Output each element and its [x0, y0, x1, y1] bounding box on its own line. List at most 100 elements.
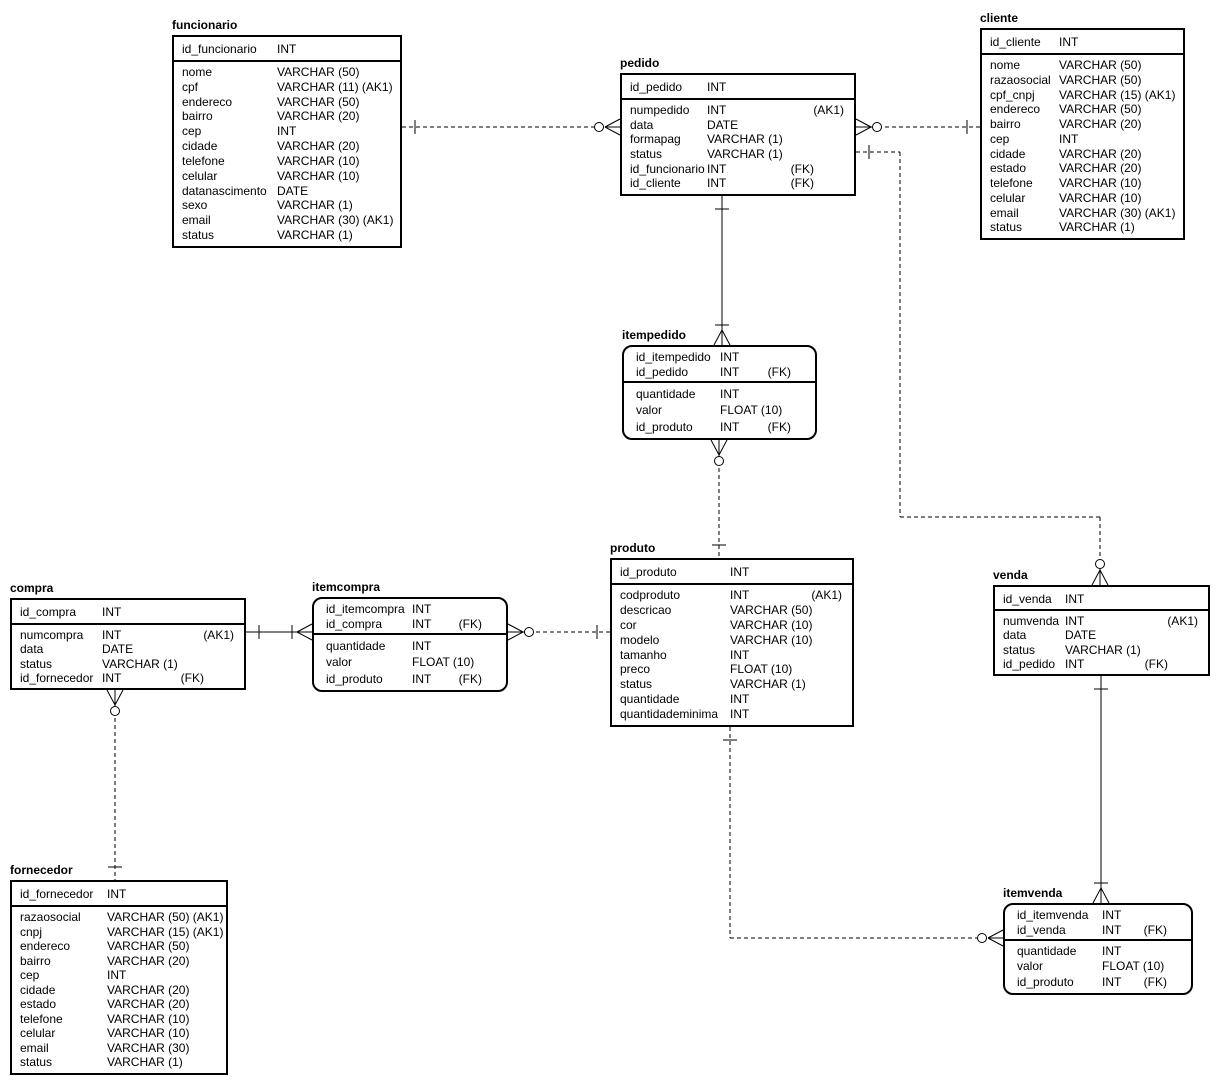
column-name: id_funcionario	[182, 42, 257, 56]
column-type: VARCHAR (20)	[1059, 161, 1142, 176]
column-type: VARCHAR (1)	[1065, 642, 1141, 657]
column-name: id_venda	[1017, 923, 1066, 937]
relationship-venda-itemvenda[interactable]	[1092, 676, 1110, 904]
column-name: telefone	[182, 153, 225, 168]
column-name: id_itempedido	[636, 350, 711, 364]
attr-row-descricao: descricao VARCHAR (50)	[612, 603, 852, 618]
key-row-id_funcionario: id_funcionario INT	[174, 40, 400, 59]
column-name: codproduto	[620, 588, 681, 602]
relationship-cliente-pedido[interactable]	[855, 118, 980, 136]
column-type: INT	[102, 628, 122, 642]
column-type: INT	[730, 565, 750, 579]
column-type: INT	[1102, 944, 1122, 958]
column-type: INT	[1102, 923, 1122, 937]
column-name: estado	[20, 997, 57, 1012]
column-name: tamanho	[620, 647, 667, 662]
column-name: endereco	[990, 102, 1041, 117]
relationship-itempedido-produto[interactable]	[710, 439, 728, 558]
column-name: quantidade	[636, 387, 696, 401]
column-type: INT	[107, 968, 127, 983]
entity-title-compra: compra	[10, 581, 54, 595]
column-type: INT	[720, 387, 740, 401]
column-key-annotation: (AK1)	[1167, 614, 1198, 628]
column-type: INT	[277, 42, 297, 56]
column-type: INT	[730, 692, 750, 707]
entity-title-funcionario: funcionario	[172, 18, 238, 32]
column-type: VARCHAR (20)	[107, 953, 190, 968]
entity-title-itemvenda: itemvenda	[1003, 886, 1063, 900]
column-type: VARCHAR (1)	[707, 146, 783, 161]
column-type: INT	[277, 124, 297, 139]
column-name: id_fornecedor	[20, 670, 94, 685]
column-key-annotation: (FK)	[458, 671, 482, 686]
column-name: numcompra	[20, 628, 84, 642]
relationship-compra-itemcompra[interactable]	[246, 623, 313, 641]
relationship-produto-itemvenda[interactable]	[723, 727, 1004, 947]
key-row-id_produto: id_produto INT	[612, 563, 852, 582]
column-type: INT	[720, 419, 740, 434]
column-name: cep	[990, 131, 1010, 146]
column-type: VARCHAR (1)	[107, 1055, 183, 1070]
column-name: quantidade	[326, 639, 386, 653]
column-type: VARCHAR (1)	[1059, 220, 1135, 235]
relationship-funcionario-pedido[interactable]	[402, 118, 621, 136]
column-type: VARCHAR (30) (AK1)	[1059, 205, 1176, 220]
column-type: VARCHAR (20)	[1059, 146, 1142, 161]
relationship-pedido-itempedido[interactable]	[713, 196, 731, 346]
column-name: id_produto	[620, 565, 677, 579]
column-key-annotation: (FK)	[767, 365, 791, 379]
column-name: quantidade	[1017, 944, 1077, 958]
column-type: VARCHAR (10)	[107, 1011, 190, 1026]
column-name: celular	[20, 1026, 56, 1041]
entity-title-fornecedor: fornecedor	[10, 863, 73, 877]
relationship-itemcompra-produto[interactable]	[507, 623, 610, 641]
relationship-compra-fornecedor[interactable]	[106, 689, 124, 880]
column-name: id_compra	[326, 617, 383, 631]
column-type: VARCHAR (1)	[730, 677, 806, 692]
column-type: VARCHAR (11) (AK1)	[277, 79, 393, 94]
column-type: DATE	[277, 183, 309, 198]
column-type: VARCHAR (1)	[277, 198, 353, 213]
column-name: id_cliente	[990, 35, 1041, 49]
column-name: descricao	[620, 602, 672, 617]
column-name: valor	[1017, 959, 1044, 974]
column-type: INT	[707, 161, 727, 176]
column-type: VARCHAR (50)	[730, 602, 813, 617]
